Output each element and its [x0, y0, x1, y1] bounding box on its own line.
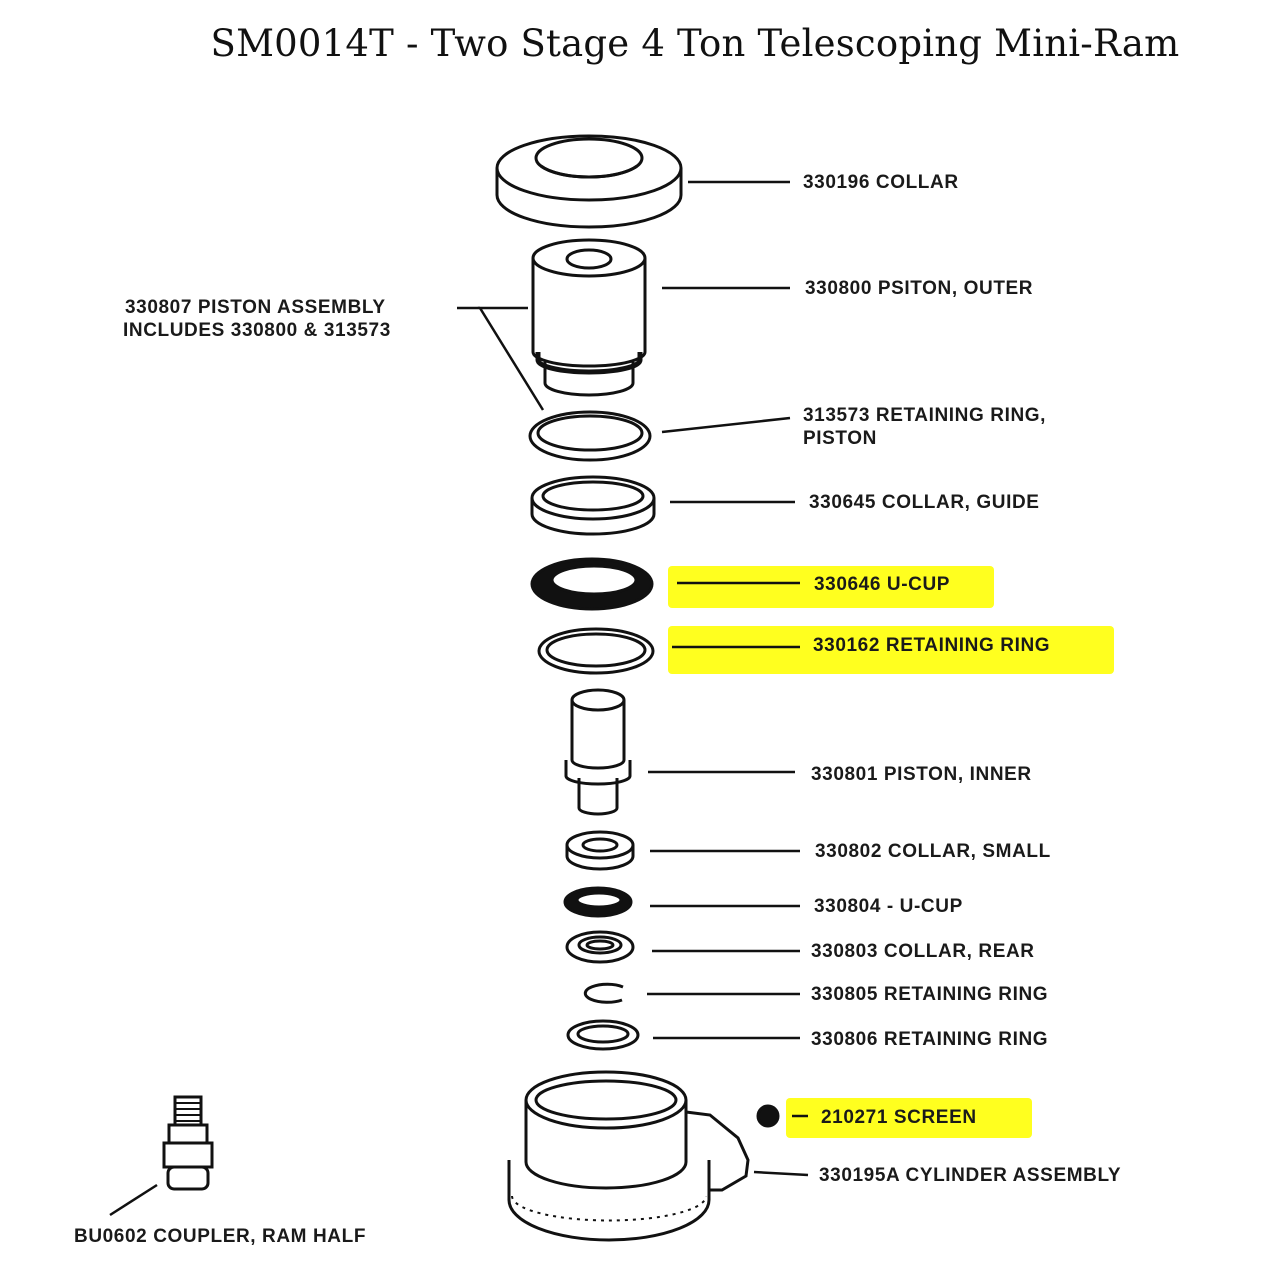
retaining-ring-part — [537, 627, 655, 675]
label-screen: 210271 SCREEN — [821, 1107, 977, 1128]
label-piston-assembly-line2: INCLUDES 330800 & 313573 — [123, 320, 391, 341]
label-retaining-ring-806: 330806 RETAINING RING — [811, 1029, 1049, 1050]
piston-inner-part — [564, 688, 632, 816]
label-collar-small: 330802 COLLAR, SMALL — [815, 841, 1051, 862]
label-u-cup-small: 330804 - U-CUP — [814, 896, 963, 917]
retaining-ring-805-part — [583, 982, 624, 1004]
retaining-ring-piston-part — [528, 410, 652, 462]
label-retaining-ring: 330162 RETAINING RING — [813, 635, 1051, 656]
collar-guide-part — [530, 475, 656, 536]
collar-rear-part — [565, 930, 635, 964]
u-cup-part — [530, 557, 654, 611]
collar-part — [495, 134, 683, 229]
label-collar-rear: 330803 COLLAR, REAR — [811, 941, 1035, 962]
label-piston-outer: 330800 PSITON, OUTER — [805, 278, 1034, 299]
label-piston-inner: 330801 PISTON, INNER — [811, 764, 1032, 785]
highlight-screen — [786, 1098, 1032, 1138]
collar-small-part — [565, 830, 635, 871]
label-collar-guide: 330645 COLLAR, GUIDE — [809, 492, 1040, 513]
u-cup-small-part — [563, 886, 633, 918]
highlight-u-cup — [668, 566, 994, 608]
label-retaining-ring-piston-line2: PISTON — [803, 428, 877, 449]
piston-outer-part — [531, 238, 647, 397]
diagram-title: SM0014T - Two Stage 4 Ton Telescoping Mi… — [210, 22, 1180, 65]
label-u-cup: 330646 U-CUP — [814, 574, 951, 595]
screen-part — [756, 1104, 780, 1128]
retaining-ring-806-part — [566, 1019, 640, 1051]
label-collar: 330196 COLLAR — [803, 172, 959, 193]
highlight-retaining-ring — [668, 626, 1114, 674]
label-coupler: BU0602 COUPLER, RAM HALF — [74, 1226, 367, 1247]
label-piston-assembly-line1: 330807 PISTON ASSEMBLY — [125, 297, 386, 318]
label-cylinder-assembly: 330195A CYLINDER ASSEMBLY — [819, 1165, 1122, 1186]
leader-lines — [109, 180, 809, 1217]
coupler-part — [162, 1095, 214, 1191]
label-retaining-ring-piston-line1: 313573 RETAINING RING, — [803, 405, 1047, 426]
label-retaining-ring-805: 330805 RETAINING RING — [811, 984, 1049, 1005]
cylinder-assembly-part — [507, 1070, 750, 1242]
